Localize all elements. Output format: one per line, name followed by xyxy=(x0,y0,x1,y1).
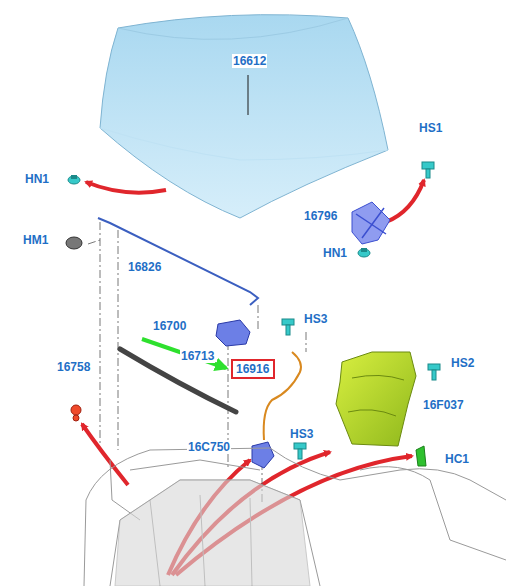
highlight-box: 16916 xyxy=(231,359,275,379)
callout-number: 16826 xyxy=(127,260,162,274)
callout-number: HS3 xyxy=(303,312,328,326)
callout-number: 16796 xyxy=(303,209,338,223)
callout-number: HC1 xyxy=(444,452,470,466)
callout-number: HS2 xyxy=(450,356,475,370)
callout-number: HM1 xyxy=(22,233,49,247)
callout-number: 16916 xyxy=(236,362,270,376)
callout-number: HN1 xyxy=(24,172,50,186)
callout-number: 16C750 xyxy=(187,440,231,454)
callout-number: 16713 xyxy=(180,349,215,363)
callout-number: 16F037 xyxy=(422,398,465,412)
callout-number: 16612 xyxy=(232,54,267,68)
callout-number: HS1 xyxy=(418,121,443,135)
callout-number: 16700 xyxy=(152,319,187,333)
callout-number: HN1 xyxy=(322,246,348,260)
callout-number: HS3 xyxy=(289,427,314,441)
callout-number: 16758 xyxy=(56,360,91,374)
